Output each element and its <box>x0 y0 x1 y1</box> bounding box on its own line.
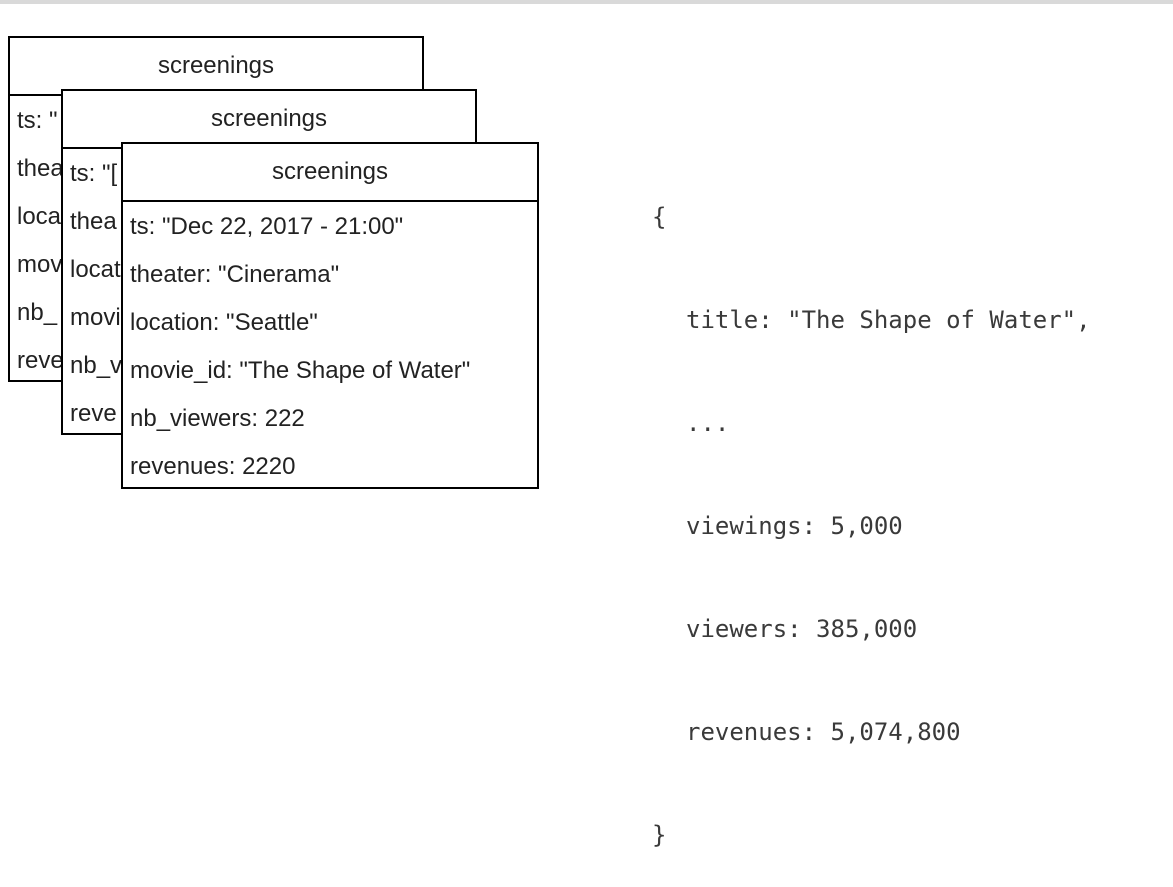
field-nb-viewers: nb_v <box>70 352 123 379</box>
field-location: location: "Seattle" <box>130 309 318 336</box>
close-brace: } <box>652 821 667 849</box>
field-location: locat <box>70 256 121 283</box>
doc-field-viewers: viewers: 385,000 <box>686 615 918 643</box>
field-movie-id: movi <box>70 304 121 331</box>
field-theater: thea <box>70 208 117 235</box>
aggregated-movie-document: { title: "The Shape of Water", ... viewi… <box>652 138 1091 887</box>
field-movie-id: mov <box>17 251 63 278</box>
screenings-record-card-front: screenings ts: "Dec 22, 2017 - 21:00" th… <box>121 142 539 489</box>
field-revenues: reve <box>17 347 64 374</box>
card-fields: ts: "[ thea locat movi nb_v reve <box>63 149 475 433</box>
field-ts: ts: "[ <box>70 160 118 187</box>
card-header: screenings <box>123 144 537 202</box>
doc-field-title: title: "The Shape of Water", <box>686 306 1091 334</box>
field-ts: ts: "Dec 22, 2017 - 21:00" <box>130 213 404 240</box>
top-border <box>0 0 1173 4</box>
field-movie-id: movie_id: "The Shape of Water" <box>130 357 471 384</box>
field-theater: theater: "Cinerama" <box>130 261 340 288</box>
open-brace: { <box>652 203 667 231</box>
card-header: screenings <box>10 38 422 96</box>
field-ts: ts: " <box>17 107 58 134</box>
card-header: screenings <box>63 91 475 149</box>
doc-ellipsis: ... <box>686 409 730 437</box>
field-theater: thea <box>17 155 64 182</box>
field-nb-viewers: nb_viewers: 222 <box>130 405 305 432</box>
field-revenues: reve <box>70 400 117 427</box>
card-fields: ts: " thea loca mov nb_ reve <box>10 96 422 380</box>
field-nb-viewers: nb_ <box>17 299 58 326</box>
card-fields: ts: "Dec 22, 2017 - 21:00" theater: "Cin… <box>123 202 537 487</box>
doc-field-viewings: viewings: 5,000 <box>686 512 903 540</box>
field-revenues: revenues: 2220 <box>130 453 296 480</box>
field-location: loca <box>17 203 62 230</box>
doc-field-revenues: revenues: 5,074,800 <box>686 718 961 746</box>
